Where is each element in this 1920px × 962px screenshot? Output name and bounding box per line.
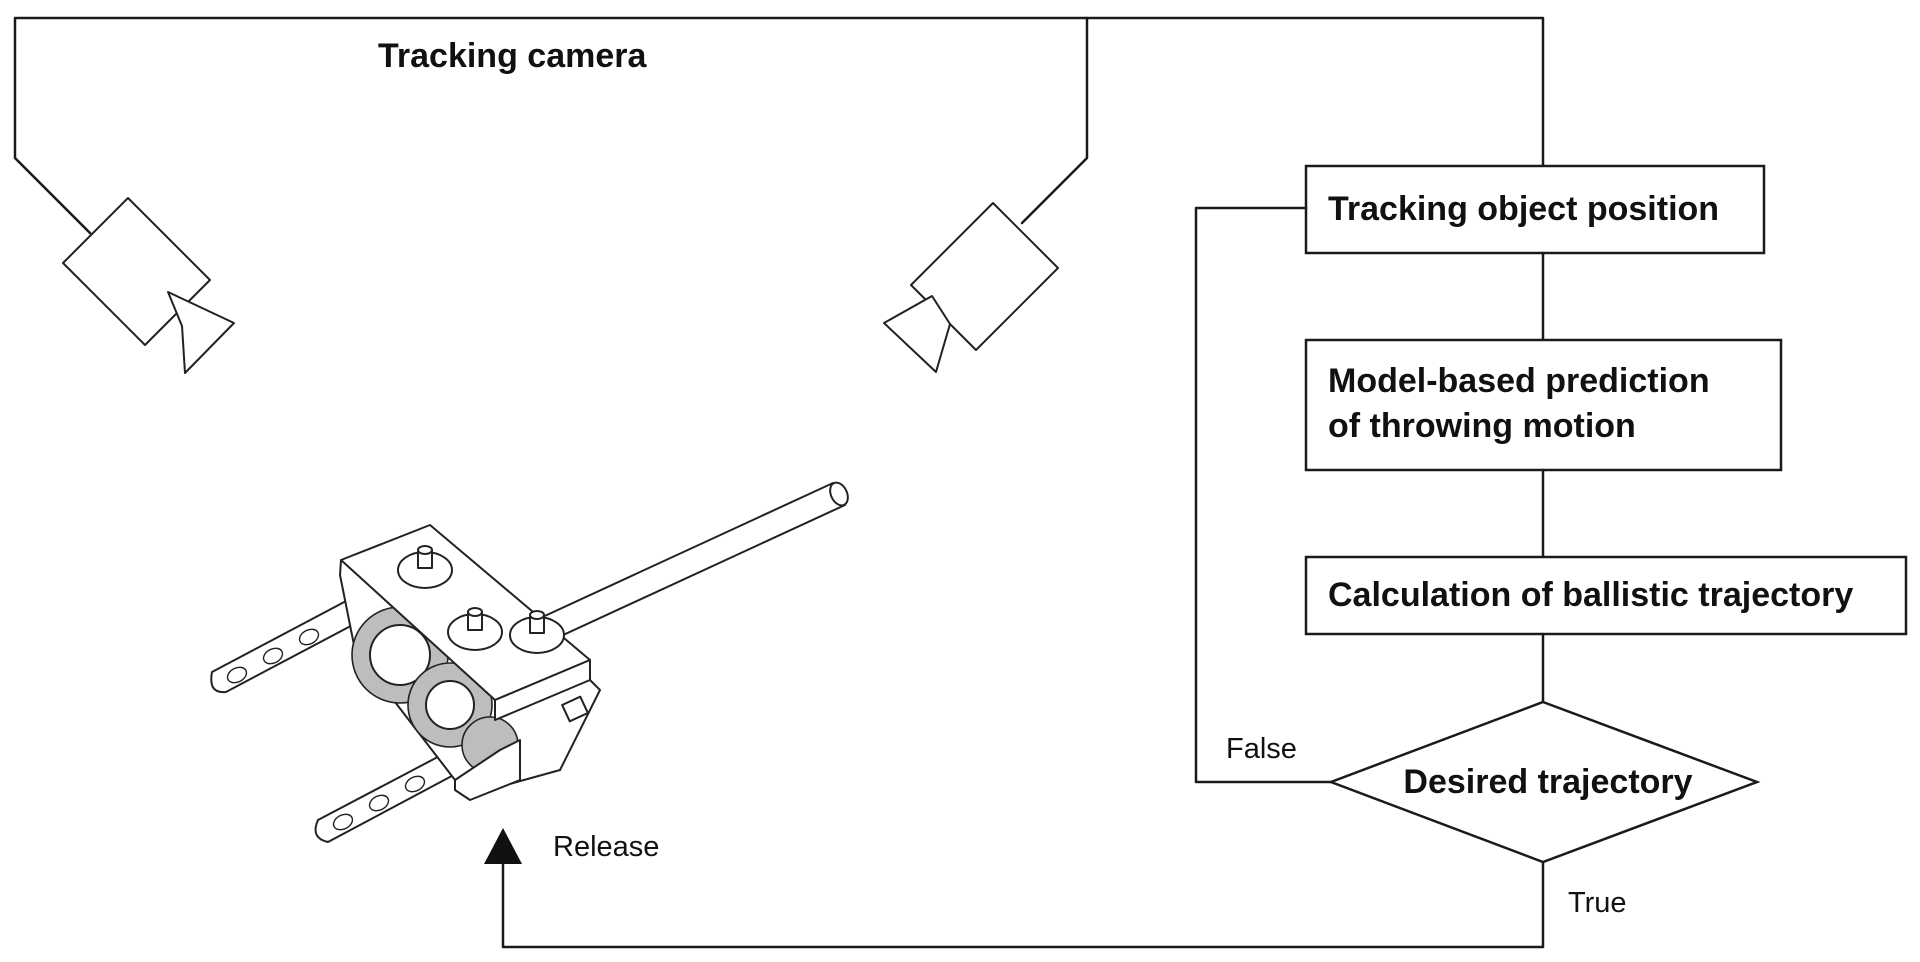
camera-rig-frame <box>13 16 1089 235</box>
prediction-label-line2: of throwing motion <box>1328 407 1636 445</box>
tracking-camera-label: Tracking camera <box>378 37 647 75</box>
prediction-box <box>1304 338 1783 472</box>
right-camera-icon <box>883 202 1059 373</box>
decision-label: Desired trajectory <box>1403 763 1692 801</box>
camera-to-tracking-connector <box>1085 16 1545 168</box>
ballistic-label: Calculation of ballistic trajectory <box>1328 576 1853 614</box>
true-label: True <box>1568 887 1627 919</box>
release-label: Release <box>553 831 659 863</box>
ballistic-box <box>1304 555 1908 636</box>
false-loop-connector <box>1194 206 1333 784</box>
throwing-robot-illustration <box>210 481 849 843</box>
knob <box>397 545 453 589</box>
knob <box>509 610 565 654</box>
true-release-connector <box>501 860 1545 949</box>
prediction-label-line1: Model-based prediction <box>1328 362 1710 400</box>
tracking-position-box <box>1304 164 1766 255</box>
false-label: False <box>1226 733 1297 765</box>
tracking-position-label: Tracking object position <box>1328 190 1719 228</box>
knob <box>447 607 503 651</box>
left-camera-icon <box>62 197 235 374</box>
release-arrowhead <box>484 828 522 864</box>
